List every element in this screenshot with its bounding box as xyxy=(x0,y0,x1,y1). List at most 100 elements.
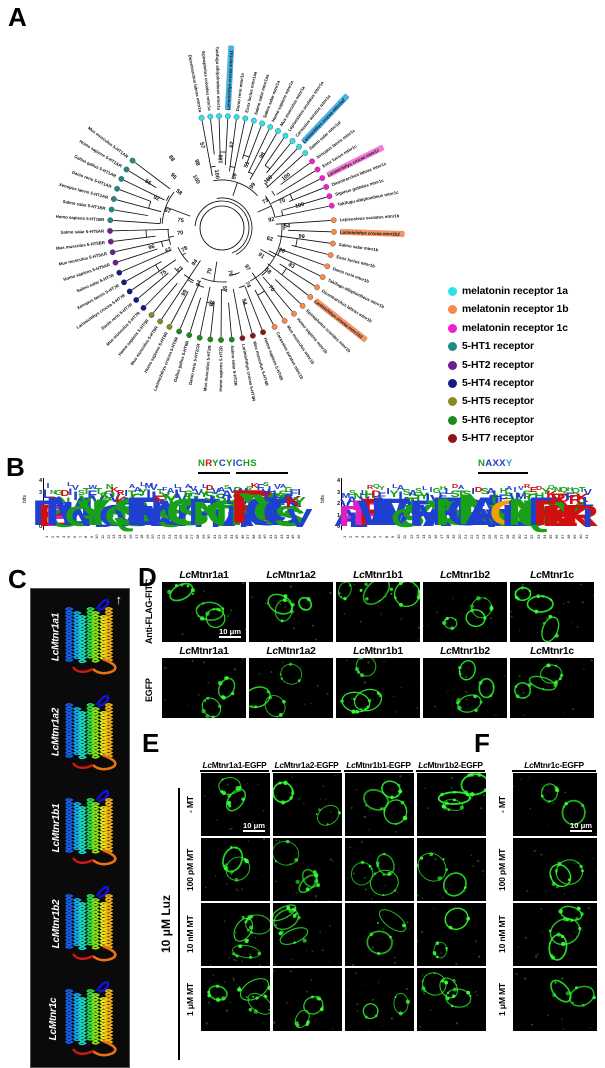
svg-text:99: 99 xyxy=(181,289,189,297)
logo-letter: I xyxy=(92,503,104,533)
svg-text:100: 100 xyxy=(191,174,201,185)
svg-text:Salmo salar 5-HT2R: Salmo salar 5-HT2R xyxy=(230,345,239,387)
legend-item-0: melatonin receptor 1a xyxy=(448,285,605,298)
panel-e-side-label: 10 μM Luz xyxy=(158,788,174,1060)
legend-item-label: 5-HT5 receptor xyxy=(462,396,534,408)
logo-position-number: 13 xyxy=(111,534,117,540)
fluorescence-micrograph xyxy=(201,903,270,966)
protein-structure-render xyxy=(65,885,117,962)
logo-letter: D xyxy=(60,489,70,498)
svg-text:56: 56 xyxy=(144,178,152,186)
svg-text:98: 98 xyxy=(259,152,267,160)
logo-letter: S xyxy=(278,488,288,499)
logo-letter: V xyxy=(109,491,121,505)
logo-position-number: 14 xyxy=(420,534,426,540)
logo-letter: S xyxy=(348,489,356,497)
logo-letter: K xyxy=(111,486,119,494)
treatment-row-label: 1 μM MT xyxy=(497,983,507,1016)
logo-position-number: 38 xyxy=(250,534,256,540)
logo-letter: V xyxy=(91,493,106,509)
svg-text:75: 75 xyxy=(159,269,168,278)
logo-position-number: 37 xyxy=(559,534,565,540)
logo-letter: H xyxy=(534,490,545,501)
logo-position-number: 6 xyxy=(71,535,77,539)
logo-letter: I xyxy=(226,501,239,533)
logo-letter: T xyxy=(127,488,137,499)
logo-letter: Y xyxy=(425,493,461,533)
logo-letter: Y xyxy=(250,487,293,534)
legend-item-4: 5-HT2 receptor xyxy=(448,359,605,372)
logo-position-number: 43 xyxy=(278,534,284,540)
logo-letter: A xyxy=(133,486,142,494)
logo-letter: S xyxy=(112,491,151,533)
fluorescence-micrograph xyxy=(345,903,414,966)
logo-letter: N xyxy=(353,492,363,501)
logo-position-number: 19 xyxy=(450,534,456,540)
svg-text:Danio rerio mtnr1a: Danio rerio mtnr1a xyxy=(235,72,245,111)
logo-letter: H xyxy=(364,489,376,501)
logo-position-number: 11 xyxy=(402,534,408,540)
logo-letter: F xyxy=(527,489,564,534)
logo-letter: P xyxy=(352,493,388,533)
grid-row: 100 pM MT xyxy=(494,838,597,901)
legend-color-dot xyxy=(448,397,457,407)
logo-letter: K xyxy=(575,491,589,505)
panel-c-letter: C xyxy=(8,564,27,594)
micrograph-header: LcMtnr1a2-EGFP xyxy=(272,760,341,772)
fluorescence-micrograph xyxy=(273,968,342,1031)
logo-letter: V xyxy=(236,493,251,509)
logo-letter: F xyxy=(498,493,509,505)
logo-letter: L xyxy=(581,494,594,509)
logo-letter: T xyxy=(207,498,236,533)
svg-text:Takifugu albiplombeus mtnr1b: Takifugu albiplombeus mtnr1b xyxy=(327,277,385,309)
logo-letter: L xyxy=(445,487,453,496)
logo-letter: V xyxy=(72,484,80,492)
logo-letter: I xyxy=(124,489,128,498)
logo-tick-4: 4 xyxy=(39,478,42,484)
structure-cell: LcMtnr1a1↑ xyxy=(31,589,129,685)
logo-tick-1: 1 xyxy=(39,512,42,519)
svg-text:57: 57 xyxy=(198,142,205,150)
scale-bar-line xyxy=(570,830,592,832)
scale-bar: 10 μm xyxy=(570,821,592,832)
fluorescence-micrograph xyxy=(249,582,333,642)
panel-e-letter: E xyxy=(142,728,160,758)
logo-letter: I xyxy=(269,493,285,533)
treatment-row-label: 100 pM MT xyxy=(185,848,195,891)
logo-letter: L xyxy=(201,484,208,490)
panel-f-letter: F xyxy=(474,728,490,758)
fluorescence-micrograph xyxy=(417,838,486,901)
logo-letter: I xyxy=(582,503,594,533)
svg-text:100: 100 xyxy=(218,154,224,163)
logo-letter: N xyxy=(456,487,503,534)
structure-label: LcMtnr1b1 xyxy=(50,803,62,853)
logo-letter: L xyxy=(425,491,437,505)
grid-header-row: LcMtnr1c-EGFP xyxy=(512,760,597,772)
fluorescence-micrograph: 10 μm xyxy=(513,773,597,836)
panel-d-image-row: 10 μm xyxy=(162,582,594,642)
logo-letter: E xyxy=(38,498,69,533)
protein-structure-render xyxy=(65,694,117,771)
logo-position-number: 34 xyxy=(541,534,547,540)
logo-letter: V xyxy=(211,487,220,496)
logo-letter: I xyxy=(397,489,403,503)
fluorescence-micrograph xyxy=(423,582,507,642)
logo-letter: V xyxy=(145,501,174,533)
motif-letter: A xyxy=(485,458,493,469)
logo-letter: I xyxy=(471,487,475,496)
logo-letter: M xyxy=(515,490,528,501)
legend-item-label: 5-HT6 receptor xyxy=(462,414,534,426)
logo-letter: A xyxy=(280,491,297,507)
